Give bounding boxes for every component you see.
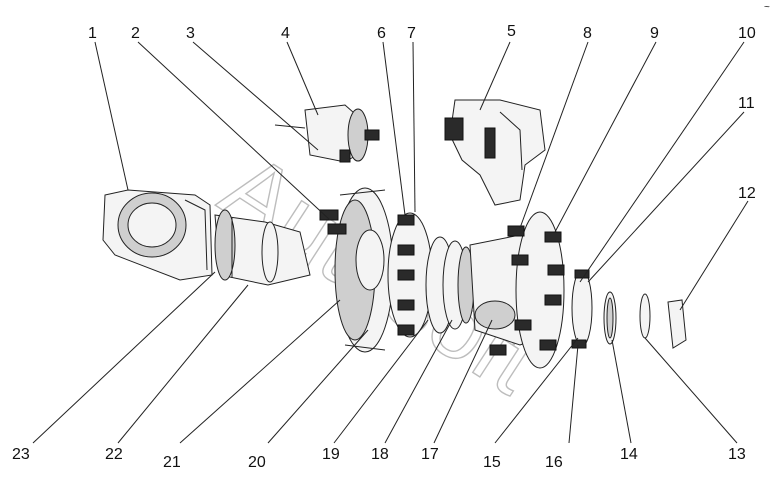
part-18-seal-rings bbox=[425, 236, 475, 334]
callout-1: 1 bbox=[88, 25, 97, 42]
callout-16: 16 bbox=[545, 454, 563, 471]
part-5-caliper bbox=[444, 99, 546, 206]
callout-18: 18 bbox=[371, 446, 389, 463]
callout-19: 19 bbox=[322, 446, 340, 463]
callout-3: 3 bbox=[186, 25, 195, 42]
part-7-flange bbox=[387, 212, 433, 338]
leader-lines bbox=[32, 41, 749, 444]
callout-13: 13 bbox=[728, 446, 746, 463]
callout-8: 8 bbox=[583, 25, 592, 42]
part-14-lock-ring bbox=[603, 291, 617, 345]
callout-23: 23 bbox=[12, 446, 30, 463]
callout-22: 22 bbox=[105, 446, 123, 463]
callout-17: 17 bbox=[421, 446, 439, 463]
callout-6: 6 bbox=[377, 25, 386, 42]
part-1-housing bbox=[102, 189, 213, 281]
part-11-cap-ring bbox=[571, 269, 593, 349]
part-17-hub bbox=[469, 211, 565, 369]
callout-2: 2 bbox=[131, 25, 140, 42]
callout-9: 9 bbox=[650, 25, 659, 42]
callout-5: 5 bbox=[507, 23, 516, 40]
callout-21: 21 bbox=[163, 454, 181, 471]
part-3-bolts bbox=[319, 209, 347, 235]
callout-15: 15 bbox=[483, 454, 501, 471]
callout-14: 14 bbox=[620, 446, 638, 463]
corner-mark: ~ bbox=[764, 2, 770, 13]
callout-7: 7 bbox=[407, 25, 416, 42]
callout-10: 10 bbox=[738, 25, 756, 42]
part-22-spindle bbox=[214, 209, 311, 286]
callout-12: 12 bbox=[738, 185, 756, 202]
part-13-washer bbox=[639, 293, 651, 339]
part-20-brake-disc bbox=[334, 187, 394, 353]
callout-11: 11 bbox=[738, 95, 755, 112]
callout-20: 20 bbox=[248, 454, 266, 471]
callout-4: 4 bbox=[281, 25, 290, 42]
part-4-brake-chamber bbox=[274, 104, 380, 163]
part-12-end-cap bbox=[667, 299, 687, 349]
